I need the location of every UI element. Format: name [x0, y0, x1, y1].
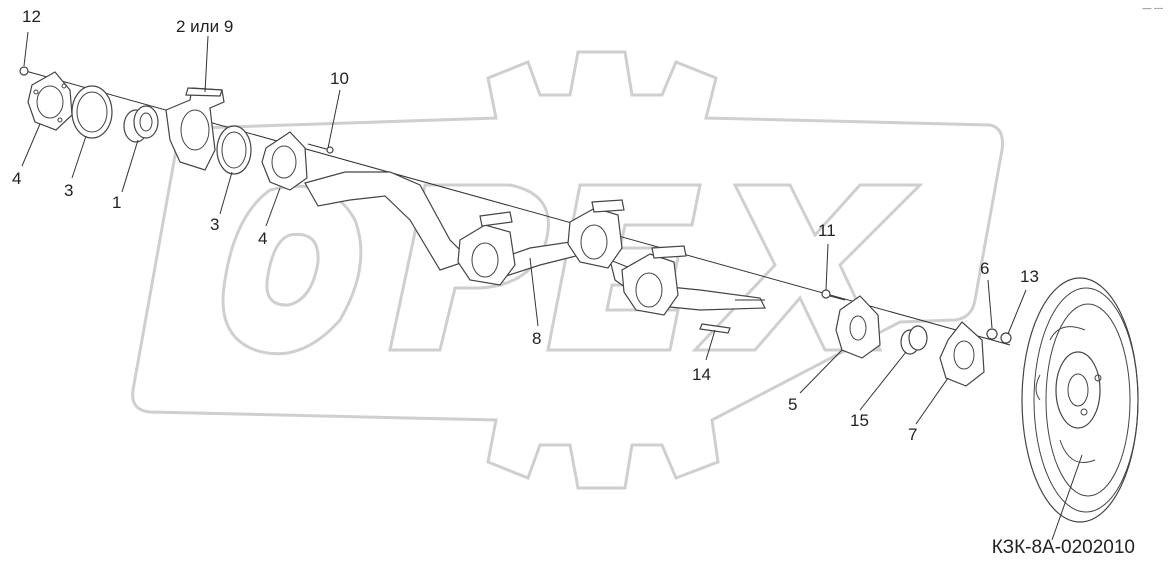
- callout-12: 12: [22, 7, 41, 26]
- callout-5: 5: [788, 395, 798, 414]
- washer-6: [986, 328, 998, 340]
- nut-13: [1000, 332, 1012, 344]
- callout-2-or-9: 2 или 9: [176, 17, 234, 36]
- watermark-letters: [221, 183, 924, 356]
- crank-housing-1: [457, 211, 516, 286]
- housing-2-or-9: [165, 87, 225, 171]
- callout-4-right: 4: [258, 229, 268, 248]
- leader-lines: [21, 31, 1083, 541]
- gasket-3-left: [71, 85, 113, 139]
- flange-4-left: [27, 71, 73, 131]
- watermark-gear: [131, 50, 1004, 490]
- bolt-10: [307, 143, 334, 154]
- crank-housing-3: [621, 245, 687, 316]
- key-14: [699, 323, 731, 334]
- flange-7: [939, 321, 985, 387]
- callout-3-right: 3: [210, 215, 220, 234]
- flange-5: [835, 295, 881, 359]
- callout-10: 10: [330, 69, 349, 88]
- callout-8: 8: [532, 329, 542, 348]
- callout-14: 14: [692, 365, 711, 384]
- crank-shaft-8: [304, 171, 766, 316]
- callout-3-left: 3: [64, 181, 74, 200]
- gasket-3-right: [216, 125, 252, 175]
- callout-7: 7: [908, 425, 918, 444]
- callout-4-left: 4: [12, 169, 22, 188]
- flange-4-right: [261, 131, 308, 191]
- callout-13: 13: [1020, 267, 1039, 286]
- bearing-1: [123, 105, 159, 143]
- drawing-code: КЗК-8А-0202010: [991, 537, 1135, 558]
- callout-6: 6: [980, 259, 990, 278]
- callout-15: 15: [850, 411, 869, 430]
- corner-mark: — ---: [1142, 3, 1164, 13]
- callout-1: 1: [112, 193, 122, 212]
- callout-11: 11: [818, 221, 836, 240]
- nut-12: [19, 66, 29, 76]
- bushing-15: [900, 325, 928, 355]
- crank-housing-2: [567, 199, 625, 269]
- pulley: [1021, 277, 1139, 523]
